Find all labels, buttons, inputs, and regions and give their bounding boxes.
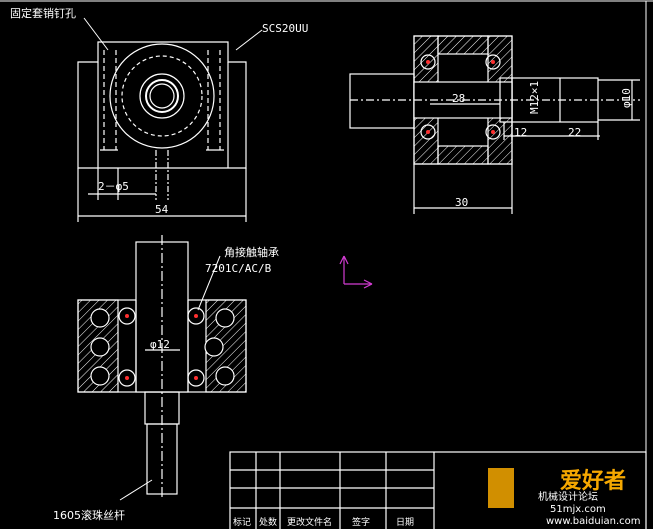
- title-header-mark: 标记: [233, 516, 251, 528]
- watermark-site: 51mjx.com: [550, 504, 606, 515]
- section-view-body: [77, 235, 247, 500]
- label-bearing-code: 7201C/AC/B: [205, 262, 272, 275]
- dim-width-54: 54: [155, 203, 169, 216]
- front-view-bearing-block: [77, 41, 247, 222]
- front-view-leaders: [83, 17, 263, 51]
- title-header-file: 更改文件名: [287, 516, 332, 528]
- dim-12-right: 12: [514, 126, 527, 139]
- watermark-url: www.baiduian.com: [546, 516, 641, 527]
- title-header-count: 处数: [259, 516, 277, 528]
- label-angular-bearing: 角接触轴承: [224, 245, 279, 259]
- section-view-bearing-balls: [118, 307, 205, 387]
- ucs-axis-icon: [339, 255, 373, 289]
- label-ball-screw: 1605滚珠丝杆: [53, 508, 125, 522]
- section-view-leaders: [119, 255, 221, 501]
- dim-22: 22: [568, 126, 581, 139]
- title-header-date: 日期: [396, 517, 414, 528]
- dim-dia-10: φ10: [620, 88, 633, 108]
- title-block: [229, 451, 647, 529]
- dim-hole-count: 2－φ5: [98, 180, 129, 193]
- title-header-sign: 签字: [352, 516, 370, 528]
- section-view-hole-markers: [125, 314, 198, 380]
- label-pin-hole: 固定套销钉孔: [10, 6, 76, 20]
- label-thread: M12×1: [528, 81, 541, 114]
- title-block-headers: 标记 处数 更改文件名 签字 日期: [233, 516, 414, 528]
- label-bearing-block: SCS20UU: [262, 22, 308, 35]
- watermark-text: 爱好者: [560, 468, 626, 494]
- side-view-hole-markers: [426, 60, 495, 134]
- dim-dia-12: φ12: [150, 338, 170, 351]
- watermark-logo: 爱好者 机械设计论坛 51mjx.com www.baiduian.com: [488, 468, 641, 527]
- dim-30: 30: [455, 196, 468, 209]
- watermark-sub: 机械设计论坛: [538, 490, 598, 503]
- side-view-body: [349, 35, 640, 214]
- side-view-bearing-balls: [420, 54, 501, 140]
- dim-28: 28: [452, 92, 465, 105]
